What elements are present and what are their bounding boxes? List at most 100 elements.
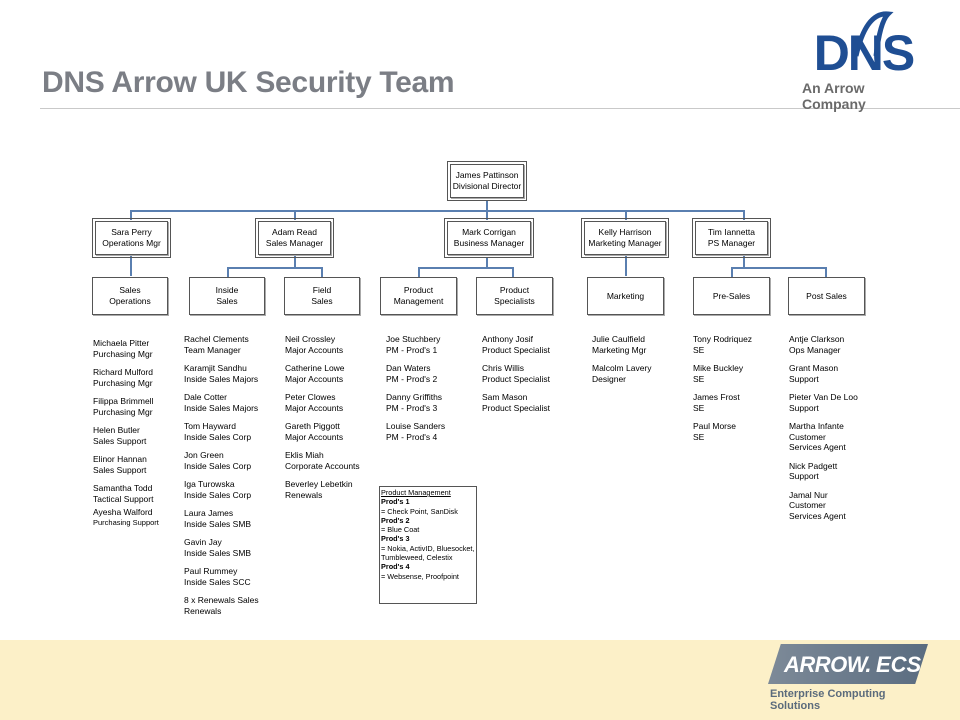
connector-line: [227, 267, 323, 269]
connector-line: [227, 267, 229, 277]
dept-box-sales-operations: Sales Operations: [92, 277, 168, 315]
manager-box-kelly-harrison: Kelly Harrison Marketing Manager: [581, 218, 669, 258]
dns-logo: DNS An Arrow Company: [796, 8, 931, 112]
connector-line: [731, 267, 733, 277]
manager-name: Tim Iannetta: [708, 227, 755, 237]
dept-label: Inside: [215, 285, 239, 295]
manager-title: PS Manager: [707, 238, 756, 248]
connector-line: [625, 210, 627, 220]
manager-box-adam-read: Adam Read Sales Manager: [255, 218, 334, 258]
dept-label: Sales: [311, 296, 333, 306]
connector-line: [294, 210, 296, 220]
director-title: Divisional Director: [452, 181, 522, 191]
manager-title: Operations Mgr: [102, 238, 161, 248]
arrow-swoosh-icon: [853, 11, 894, 57]
manager-name: Kelly Harrison: [598, 227, 652, 237]
connector-line: [321, 267, 323, 277]
note-text: = Check Point, SanDisk: [381, 506, 458, 516]
dept-label: Marketing: [606, 290, 645, 301]
connector-line: [418, 267, 420, 277]
note-label: Prod's 3: [381, 534, 410, 544]
note-text: = Nokia, ActivID, Bluesocket, Tumbleweed…: [381, 543, 475, 563]
dept-label: Product: [499, 285, 530, 295]
note-text: = Blue Coat: [381, 525, 420, 535]
connector-line: [486, 210, 488, 220]
connector-line: [486, 200, 488, 210]
manager-title: Marketing Manager: [588, 238, 662, 248]
connector-line: [130, 210, 132, 220]
arrow-logo-mark: ARROW.: [784, 652, 872, 677]
dept-label: Operations: [109, 296, 151, 306]
manager-title: Business Manager: [453, 238, 525, 248]
connector-line: [130, 210, 744, 212]
note-label: Prod's 1: [381, 497, 410, 507]
dept-box-pre-sales: Pre-Sales: [693, 277, 770, 315]
ecs-logo-mark: ECS: [876, 652, 922, 677]
dept-box-field-sales: Field Sales: [284, 277, 360, 315]
connector-line: [418, 267, 514, 269]
manager-name: Sara Perry: [111, 227, 152, 237]
manager-box-tim-iannetta: Tim Iannetta PS Manager: [692, 218, 771, 258]
dept-label: Field: [312, 285, 332, 295]
connector-line: [294, 256, 296, 268]
arrow-badge: [768, 644, 928, 684]
manager-name: Adam Read: [272, 227, 317, 237]
dept-box-marketing: Marketing: [587, 277, 664, 315]
connector-line: [625, 256, 627, 276]
manager-title: Sales Manager: [265, 238, 324, 248]
title-divider: [40, 108, 960, 109]
connector-line: [130, 256, 132, 276]
note-heading: Product Management: [381, 488, 451, 497]
connector-line: [743, 210, 745, 220]
note-text: = Websense, Proofpoint: [381, 571, 459, 581]
dept-box-product-specialists: Product Specialists: [476, 277, 553, 315]
dept-label: Specialists: [494, 296, 535, 306]
page-title: DNS Arrow UK Security Team: [42, 66, 455, 99]
dept-label: Pre-Sales: [712, 290, 751, 301]
arrow-ecs-logo: ARROW. ECS Enterprise Computing Solution…: [768, 642, 928, 712]
manager-name: Mark Corrigan: [462, 227, 516, 237]
ecs-logo-tagline: Enterprise Computing Solutions: [770, 688, 886, 712]
connector-line: [512, 267, 514, 277]
dept-label: Post Sales: [806, 290, 847, 301]
dns-logo-tagline: An Arrow Company: [802, 80, 866, 112]
org-chart: James Pattinson Divisional Director Sara…: [92, 161, 885, 616]
connector-line: [743, 256, 745, 268]
